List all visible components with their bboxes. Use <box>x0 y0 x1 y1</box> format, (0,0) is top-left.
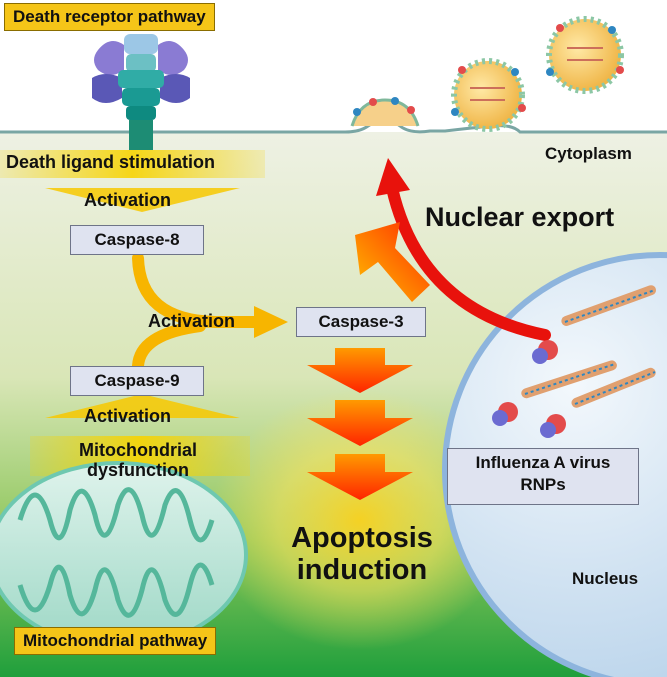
budding-virus-icon <box>350 97 420 127</box>
activation-down-arrow <box>45 188 240 212</box>
nucleus-label: Nucleus <box>572 569 639 588</box>
death-ligand-stimulation-label: Death ligand stimulation <box>6 152 216 172</box>
mitochondrial-pathway-label: Mitochondrial pathway <box>14 627 217 655</box>
rnp-icon <box>540 367 656 438</box>
activation-label-mid: Activation <box>148 311 236 331</box>
nuclear-export-arrow <box>386 182 551 341</box>
caspase9-to-caspase3-arrow <box>132 320 206 372</box>
apoptosis-arrow-icon <box>307 348 413 393</box>
mitochondrial-dysfunction-line1: Mitochondrial <box>79 440 197 460</box>
virus-particle-icon <box>451 58 526 132</box>
apoptosis-line2: induction <box>296 553 428 586</box>
mitochondrial-dysfunction-line2: dysfunction <box>87 459 189 480</box>
apoptosis-induction-label: Apoptosis induction <box>278 522 446 587</box>
nuclear-export-label: Nuclear export <box>425 202 615 232</box>
caspase8-to-caspase3-arrowhead <box>254 306 288 338</box>
caspase8-to-caspase3-arrow <box>132 252 264 328</box>
activation-label-bottom: Activation <box>84 406 172 426</box>
nuclear-export-arrowhead <box>376 158 410 196</box>
apoptosis-arrow-icon <box>307 400 413 446</box>
caspase-8-box: Caspase-8 <box>70 225 204 255</box>
activation-label-top: Activation <box>84 190 172 210</box>
apoptosis-line1: Apoptosis <box>291 522 433 554</box>
caspase-9-box: Caspase-9 <box>70 366 204 396</box>
virus-particle-icon <box>546 16 624 94</box>
ligand-band <box>0 150 265 178</box>
influenza-rnps-line1: Influenza A virus <box>475 453 611 472</box>
cytoplasm-label: Cytoplasm <box>545 144 632 163</box>
influenza-rnps-box: Influenza A virus RNPs <box>447 448 639 505</box>
influenza-rnps-line2: RNPs <box>520 475 566 494</box>
death-receptor-icon <box>92 34 190 150</box>
caspase-3-box: Caspase-3 <box>296 307 426 337</box>
rnp-icon <box>492 360 617 426</box>
apoptosis-arrow-icon <box>307 454 413 500</box>
mitochondrion-icon <box>0 461 248 649</box>
rnp-icon <box>532 285 656 364</box>
activation-up-arrow <box>45 394 240 418</box>
rnp-to-caspase-arrow <box>355 222 430 302</box>
death-receptor-pathway-label: Death receptor pathway <box>4 3 215 31</box>
apoptosis-glow <box>210 390 510 650</box>
mitochondrial-dysfunction-label: Mitochondrial dysfunction <box>64 440 212 481</box>
